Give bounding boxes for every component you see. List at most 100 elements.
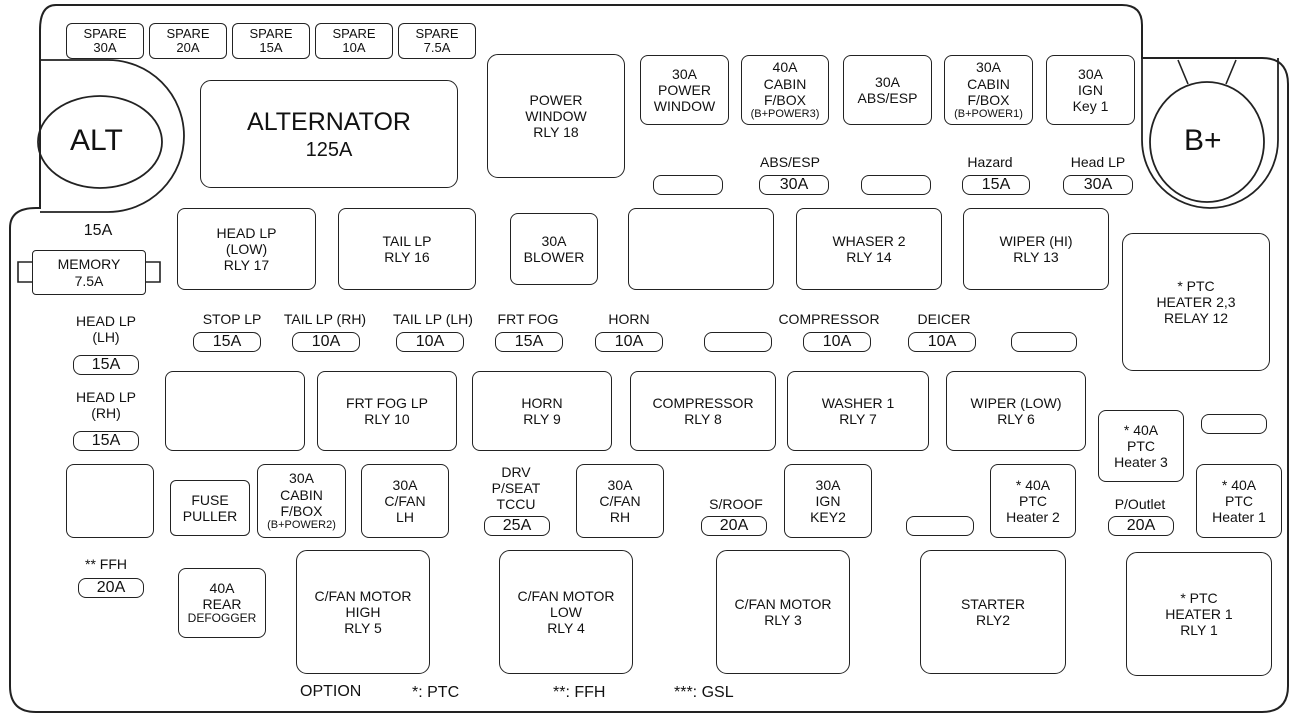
box-line: 7.5A — [74, 272, 104, 289]
spare-rating: 20A — [176, 40, 200, 55]
spare-fuse-30a: SPARE 30A — [66, 23, 144, 59]
empty-fuse-slot — [704, 332, 772, 352]
horn-fuse: 10A — [595, 332, 663, 352]
box-line: WINDOW — [525, 107, 587, 124]
box-line: RLY 9 — [523, 411, 561, 427]
box-line: WASHER 1 — [821, 394, 895, 411]
box-line: F/BOX — [763, 91, 806, 108]
spare-label: SPARE — [249, 26, 293, 42]
ffh-fuse: 20A — [78, 578, 144, 598]
frt-fog-lp-relay-10: FRT FOG LP RLY 10 — [317, 371, 457, 451]
ptc-heater1-relay-1: * PTC HEATER 1 RLY 1 — [1126, 552, 1272, 676]
box-line: RLY 10 — [364, 411, 410, 427]
tail-lp-rh-label: TAIL LP (RH) — [283, 311, 367, 327]
drv-pseat-tccu-label: DRV P/SEAT TCCU — [480, 464, 552, 512]
box-line: LOW — [550, 603, 582, 620]
box-line: ABS/ESP — [857, 90, 918, 106]
alternator-label: ALTERNATOR — [247, 108, 411, 137]
head-lp-rh-label: HEAD LP (RH) — [58, 389, 154, 421]
rear-defogger-fuse-40a: 40A REAR DEFOGGER — [178, 568, 266, 638]
box-line: HIGH — [345, 603, 381, 620]
box-line: RLY 5 — [344, 620, 382, 637]
box-line: Heater 3 — [1114, 454, 1168, 471]
box-line: POWER — [658, 81, 711, 98]
poutlet-label: P/Outlet — [1114, 496, 1166, 512]
abs-esp-fuse-30a: 30A ABS/ESP — [843, 55, 932, 125]
spare-fuse-10a: SPARE 10A — [315, 23, 393, 59]
wiper-hi-relay-13: WIPER (HI) RLY 13 — [963, 208, 1109, 290]
box-line: PULLER — [182, 508, 238, 524]
box-line: 30A — [607, 476, 633, 493]
box-line: RLY 16 — [384, 249, 430, 265]
box-line: 30A — [392, 476, 418, 493]
starter-relay-2: STARTER RLY2 — [920, 550, 1066, 674]
hazard-fuse: 15A — [962, 175, 1030, 195]
box-line: 40A — [209, 579, 235, 596]
box-line: 30A — [672, 65, 697, 82]
label-line: (RH) — [91, 405, 121, 422]
box-sub: (B+POWER2) — [267, 518, 336, 531]
box-line: C/FAN MOTOR — [517, 587, 615, 604]
head-lp-lh-label: HEAD LP (LH) — [58, 313, 154, 345]
box-line: * 40A — [1015, 476, 1051, 493]
alt-label: ALT — [70, 124, 123, 157]
box-line: RLY 13 — [1013, 249, 1059, 265]
box-line: RLY 6 — [997, 411, 1035, 427]
box-line: 30A — [815, 476, 841, 493]
box-line: F/BOX — [280, 502, 323, 519]
box-line: TAIL LP — [382, 232, 432, 249]
head-lp-fuse-label: Head LP — [1070, 154, 1126, 170]
tail-lp-lh-fuse: 10A — [396, 332, 464, 352]
ign-key2-fuse-30a: 30A IGN KEY2 — [784, 464, 872, 538]
hazard-fuse-label: Hazard — [967, 154, 1013, 170]
ign-key1-fuse-30a: 30A IGN Key 1 — [1046, 55, 1135, 125]
power-window-relay-18: POWER WINDOW RLY 18 — [487, 54, 625, 178]
wiper-low-relay-6: WIPER (LOW) RLY 6 — [946, 371, 1086, 451]
tail-lp-lh-label: TAIL LP (LH) — [393, 311, 473, 327]
frt-fog-label: FRT FOG — [497, 311, 559, 327]
box-line: RLY 18 — [533, 124, 579, 141]
ptc-heater-2-3-relay-12: * PTC HEATER 2,3 RELAY 12 — [1122, 233, 1270, 371]
box-line: HEAD LP — [216, 224, 277, 241]
spare-fuse-7-5a: SPARE 7.5A — [398, 23, 476, 59]
box-line: RELAY 12 — [1163, 310, 1229, 327]
box-line: CABIN — [280, 486, 323, 503]
box-line: POWER — [529, 91, 583, 108]
box-line: BLOWER — [523, 249, 585, 265]
box-line: F/BOX — [967, 91, 1010, 108]
bplus-label: B+ — [1184, 124, 1222, 157]
box-line: RLY 4 — [547, 620, 585, 637]
box-line: HEATER 2,3 — [1156, 293, 1236, 310]
sroof-fuse: 20A — [701, 516, 767, 536]
empty-relay-slot — [628, 208, 774, 290]
compressor-label: COMPRESSOR — [778, 311, 880, 327]
box-line: Heater 2 — [1006, 509, 1060, 526]
box-line: Heater 1 — [1212, 509, 1266, 526]
box-line: CABIN — [763, 75, 807, 92]
label-line: P/SEAT — [491, 480, 541, 497]
box-line: LH — [396, 509, 414, 526]
horn-label: HORN — [608, 311, 650, 327]
horn-relay-9: HORN RLY 9 — [472, 371, 612, 451]
box-line: RLY 8 — [684, 411, 722, 427]
box-line: PTC — [1225, 492, 1253, 509]
box-line: IGN — [815, 492, 841, 509]
spare-label: SPARE — [332, 26, 376, 42]
box-line: * PTC — [1177, 277, 1215, 294]
box-line: * 40A — [1221, 476, 1257, 493]
poutlet-fuse: 20A — [1108, 516, 1174, 536]
legend-ffh: **: FFH — [553, 684, 606, 701]
box-line: HORN — [521, 394, 563, 411]
box-line: REAR — [202, 596, 242, 613]
label-line: HEAD LP — [76, 389, 136, 405]
box-line: RLY 3 — [764, 612, 802, 628]
label-line: TCCU — [496, 496, 536, 513]
ptc-heater3-fuse: * 40A PTC Heater 3 — [1098, 410, 1184, 482]
empty-fuse-slot — [653, 175, 723, 195]
legend-gsl: ***: GSL — [674, 684, 734, 701]
deicer-label: DEICER — [917, 311, 971, 327]
spare-label: SPARE — [415, 26, 459, 42]
spare-rating: 30A — [93, 40, 117, 55]
ptc-heater1-fuse: * 40A PTC Heater 1 — [1196, 464, 1282, 538]
box-sub: (B+POWER1) — [954, 107, 1023, 120]
